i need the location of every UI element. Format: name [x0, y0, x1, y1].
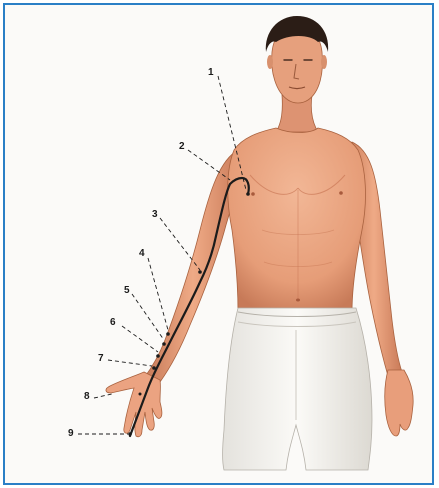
leader-line-8 — [94, 394, 112, 398]
label-5: 5 — [124, 286, 130, 296]
point-1-dot — [246, 192, 250, 196]
leader-line-5 — [132, 294, 164, 340]
leader-line-4 — [148, 258, 168, 330]
point-8-dot — [139, 393, 142, 396]
label-9: 9 — [68, 429, 74, 439]
label-4: 4 — [139, 249, 145, 259]
label-8: 8 — [84, 392, 90, 402]
point-9-dot — [128, 432, 132, 436]
leader-line-6 — [122, 326, 158, 352]
point-4-dot — [166, 332, 170, 336]
navel — [296, 299, 300, 302]
label-6: 6 — [110, 318, 116, 328]
torso — [228, 128, 366, 312]
point-5-dot — [162, 342, 166, 346]
shorts — [223, 308, 373, 470]
left-nipple — [339, 191, 343, 195]
label-3: 3 — [152, 210, 158, 220]
right-nipple — [251, 192, 255, 196]
label-2: 2 — [179, 142, 185, 152]
label-7: 7 — [98, 354, 104, 364]
leader-line-7 — [108, 360, 152, 366]
label-1: 1 — [208, 68, 214, 78]
right-arm — [144, 150, 242, 382]
left-hand — [385, 370, 413, 436]
point-3-dot — [198, 270, 202, 274]
point-6-dot — [156, 354, 160, 358]
point-7-dot — [152, 366, 156, 370]
